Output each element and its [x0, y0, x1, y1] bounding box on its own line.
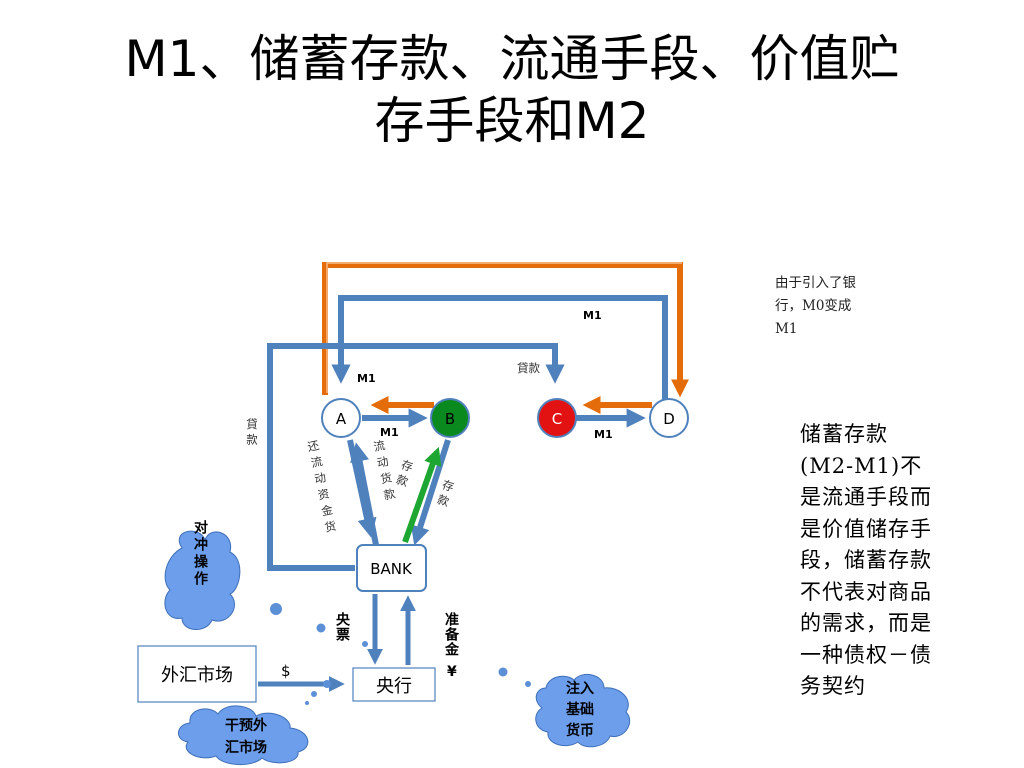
working-capital-loan-label: 流动货款 — [371, 438, 399, 506]
node-a-label: A — [336, 410, 347, 428]
bank-label: BANK — [370, 560, 413, 578]
note-line-3: M1 — [775, 321, 798, 337]
base-money-line-2: 基础 — [566, 701, 594, 718]
node-c: C — [537, 398, 577, 438]
fx-intervene-cloud: 干预外 汇市场 — [178, 705, 309, 765]
node-d: D — [649, 398, 689, 438]
central-bank-box: 央行 — [352, 667, 436, 702]
loan-to-c-arrow — [267, 343, 565, 571]
loan-left-label: 貸款 — [245, 417, 259, 449]
working-capital-loan-arrow — [347, 439, 377, 538]
m1-ab-upper-label: M1 — [357, 372, 376, 385]
page-title: M1、储蓄存款、流通手段、价值贮 存手段和M2 — [40, 28, 984, 152]
node-a: A — [321, 398, 361, 438]
reserve-symbol-label: ¥ — [447, 664, 457, 680]
node-b: B — [430, 398, 470, 438]
node-b-label: B — [445, 410, 455, 428]
node-d-label: D — [663, 410, 675, 428]
bubble-dots — [270, 603, 549, 705]
bank-m0-note: 由于引入了银 行，M0变成 M1 — [775, 272, 885, 341]
dollar-label: $ — [281, 662, 291, 680]
fx-intervene-line-1: 干预外 — [225, 717, 267, 734]
m1-loop-arrow — [331, 295, 668, 400]
note-line-2: 行，M0变成 — [775, 298, 852, 314]
deposit-b-to-bank-arrow — [410, 439, 451, 546]
reserve-label: 准备金 — [443, 611, 460, 657]
bank-box: BANK — [356, 544, 427, 592]
central-bill-label: 央票 — [334, 611, 350, 642]
base-money-line-1: 注入 — [566, 680, 594, 697]
base-money-cloud: 注入 基础 货币 — [535, 673, 631, 748]
repay-working-capital-label: 还流动资金货 — [305, 439, 339, 539]
fx-intervene-line-2: 汇市场 — [225, 739, 267, 756]
m1-cd-label: M1 — [594, 428, 613, 441]
deposit-green-arrow — [402, 446, 442, 544]
title-line-1: M1、储蓄存款、流通手段、价值贮 — [124, 30, 900, 88]
deposit-green-label: 存款 — [393, 457, 416, 492]
hedge-cloud: 对冲操作 — [164, 519, 241, 630]
hedge-label: 对冲操作 — [192, 519, 208, 588]
central-bank-label: 央行 — [376, 676, 412, 697]
title-line-2: 存手段和M2 — [374, 92, 650, 150]
m1-top-label: M1 — [583, 309, 602, 322]
savings-deposit-note: 储蓄存款(M2-M1)不是流通手段而是价值储存手段，储蓄存款不代表对商品的需求，… — [800, 422, 932, 698]
fx-market-label: 外汇市场 — [161, 665, 233, 686]
fx-market-box: 外汇市场 — [137, 645, 257, 703]
loan-c-label: 貸款 — [517, 361, 540, 375]
note-line-1: 由于引入了银 — [775, 275, 856, 291]
base-money-line-3: 货币 — [565, 722, 594, 739]
m1-ab-lower-label: M1 — [380, 426, 399, 439]
node-c-label: C — [552, 410, 562, 428]
orange-loop-arrow — [322, 262, 689, 398]
